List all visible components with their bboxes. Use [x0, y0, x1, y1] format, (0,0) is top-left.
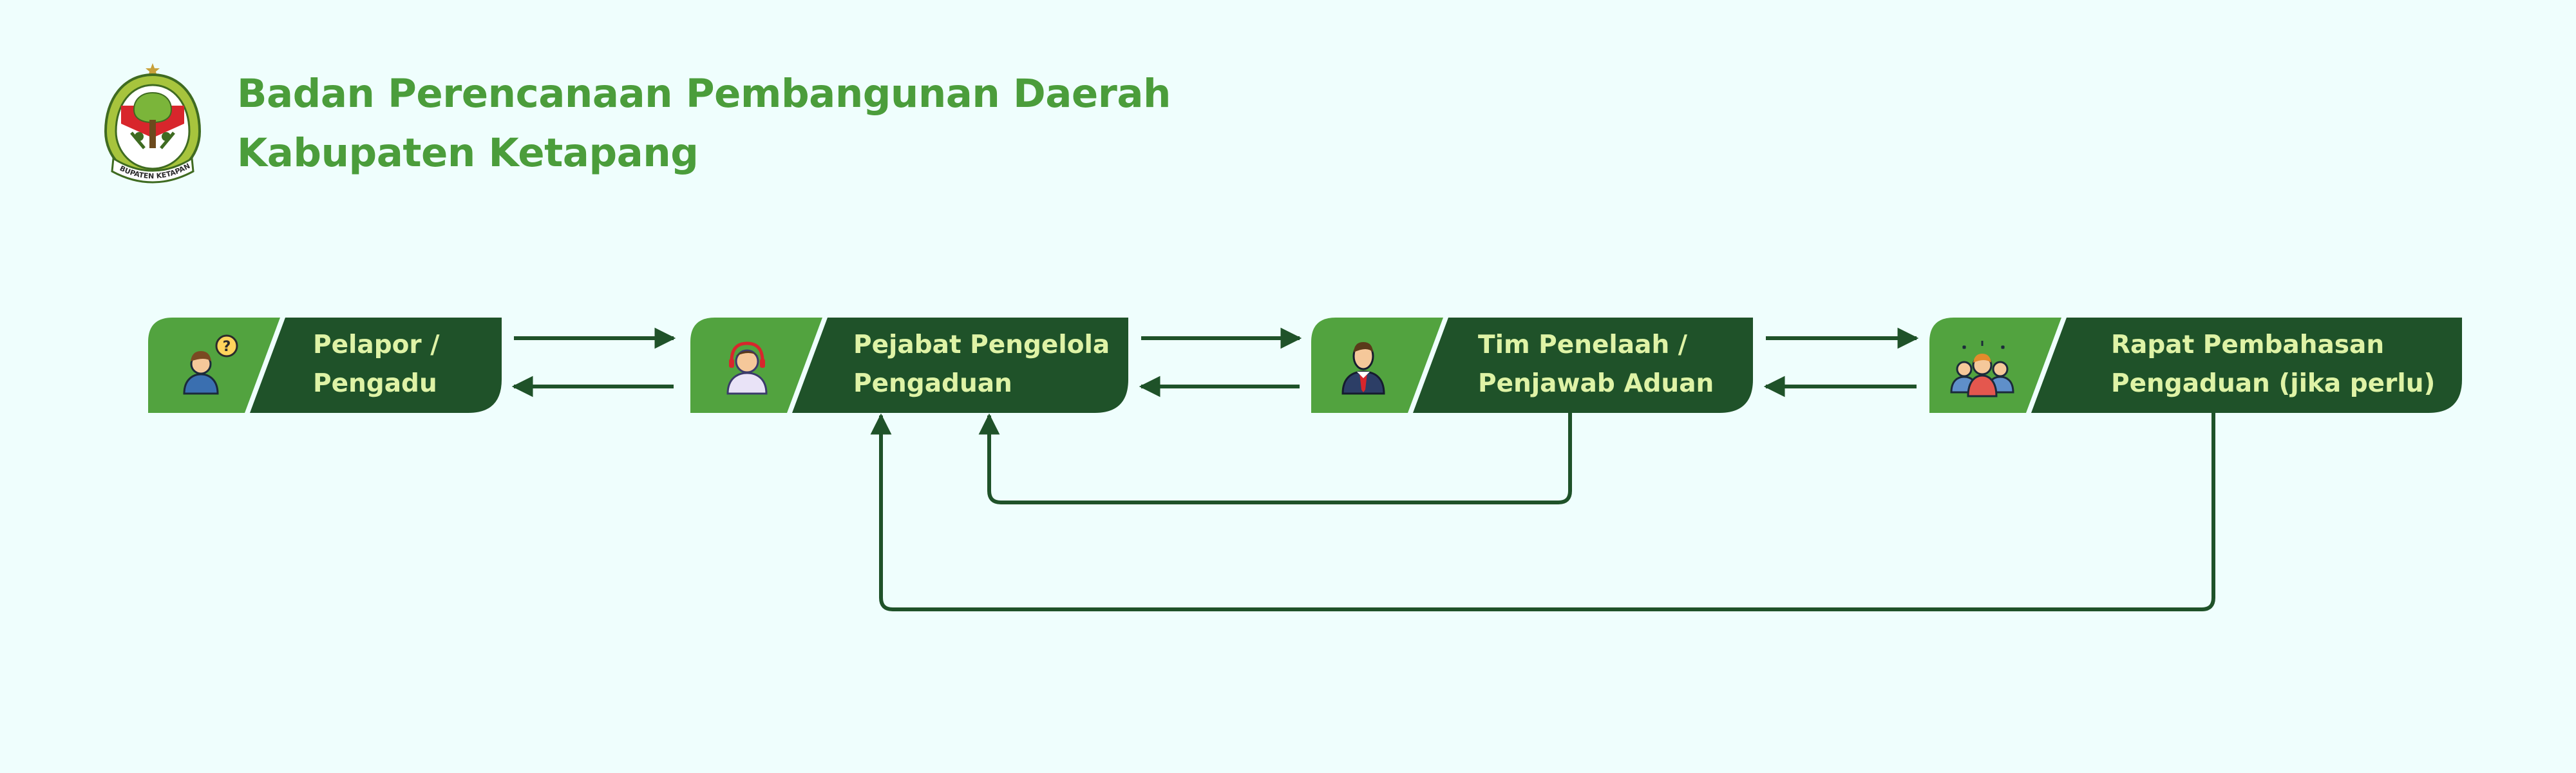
org-name-line1: Badan Perencanaan Pembangunan Daerah [237, 71, 1171, 117]
org-name-line2: Kabupaten Ketapang [237, 130, 699, 176]
kabupaten-ketapang-logo-icon: KABUPATEN KETAPANG [102, 61, 202, 184]
node-pelapor-label-line1: Pelapor / [313, 330, 440, 359]
node-tim-label-panel [1413, 318, 1753, 413]
node-tim-label-line1: Tim Penelaah / [1478, 330, 1688, 359]
node-pejabat-label-line1: Pejabat Pengelola [853, 330, 1110, 359]
feedback-rapat-to-pejabat [870, 413, 2215, 611]
node-rapat-label-panel [2031, 318, 2462, 413]
node-rapat [1929, 318, 2462, 413]
officer-suit-icon [1341, 342, 1385, 395]
node-rapat-label-line1: Rapat Pembahasan [2111, 330, 2385, 359]
node-pelapor-icon-panel [148, 318, 280, 413]
node-rapat-label-line2: Pengaduan (jika perlu) [2111, 369, 2436, 398]
node-tim-label-line2: Penjawab Aduan [1478, 369, 1714, 398]
node-pejabat-label-panel [792, 318, 1128, 413]
node-pejabat [690, 318, 1128, 413]
reporter-question-icon: ? [183, 334, 238, 395]
meeting-group-icon [1950, 341, 2014, 397]
node-pejabat-label-line2: Pengaduan [853, 369, 1012, 398]
node-pelapor-label-line2: Pengadu [313, 369, 437, 398]
headset-operator-icon [726, 341, 768, 395]
node-pelapor-label-panel [250, 318, 502, 413]
node-pelapor: ? [148, 318, 502, 413]
node-tim [1311, 318, 1753, 413]
feedback-tim-to-pejabat [978, 413, 1572, 504]
svg-text:?: ? [223, 339, 231, 355]
